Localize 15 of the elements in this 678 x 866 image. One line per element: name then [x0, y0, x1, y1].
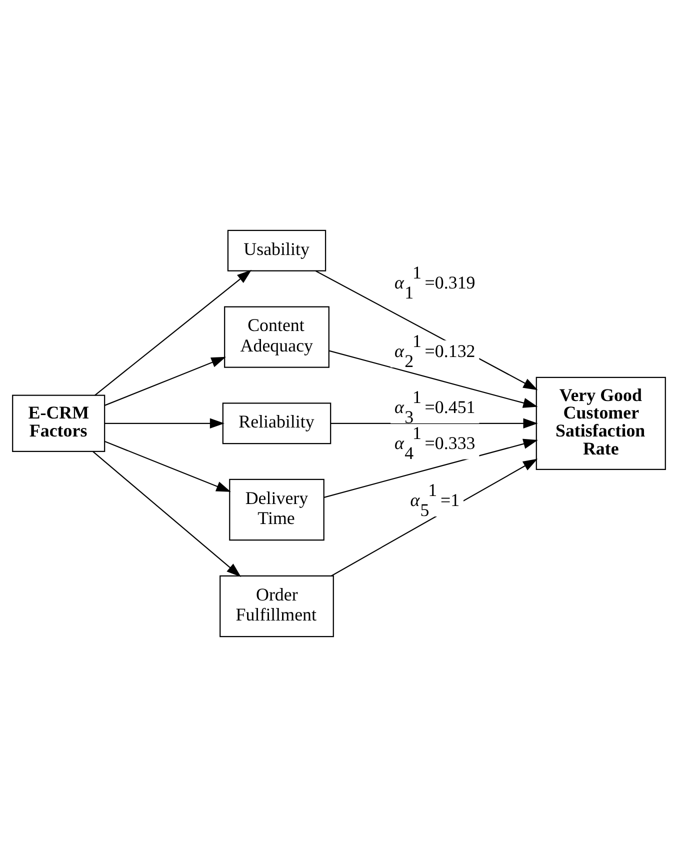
node-box: E-CRM Factors	[12, 394, 106, 452]
arrow	[329, 350, 538, 408]
arrow	[94, 269, 252, 396]
node-box: Usability	[227, 229, 326, 271]
node-box: Reliability	[222, 402, 332, 444]
arrow	[104, 356, 226, 406]
arrow	[104, 418, 224, 428]
arrow	[104, 440, 231, 492]
arrow	[330, 418, 538, 428]
node-box: Delivery Time	[229, 478, 324, 540]
node-box: Order Fulfillment	[220, 574, 334, 637]
node-box: Content Adequacy	[224, 306, 330, 368]
arrow	[324, 438, 538, 498]
arrow	[92, 450, 242, 576]
node-box: Very Good Customer Satisfaction Rate	[536, 376, 666, 470]
